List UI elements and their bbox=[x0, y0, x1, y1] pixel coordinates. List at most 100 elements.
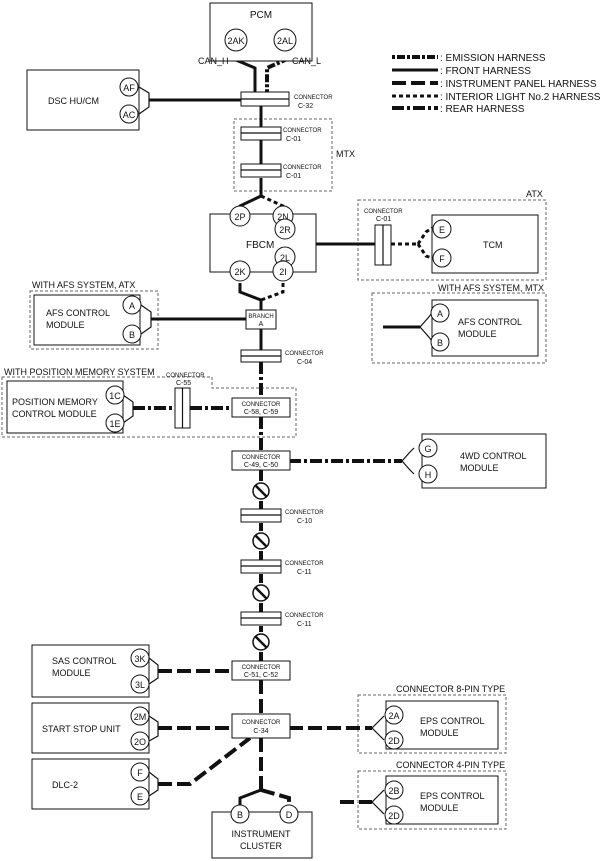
dsc-pin-junction bbox=[138, 86, 150, 115]
sas-pin-3k-label: 3K bbox=[134, 654, 145, 664]
connector-c11-upper-id: C-11 bbox=[297, 569, 312, 576]
fbcm-pin-2n-label: 2N bbox=[277, 212, 289, 222]
connector-c32-word: CONNECTOR bbox=[294, 95, 333, 101]
connector-c32-id: C-32 bbox=[298, 103, 313, 110]
legend: : EMISSION HARNESS : FRONT HARNESS : INS… bbox=[392, 53, 601, 115]
connector-c49-c50 bbox=[231, 450, 291, 471]
sas-label-1: SAS CONTROL bbox=[52, 656, 117, 666]
fbcm-pin-2r bbox=[274, 218, 296, 240]
can-h-label: CAN_H bbox=[198, 56, 229, 66]
pcm-can-l-wire bbox=[265, 51, 287, 92]
connector-c10-word: CONNECTOR bbox=[285, 510, 324, 516]
afs-right-pin-a-label: A bbox=[437, 309, 443, 319]
atx-group-box bbox=[357, 199, 547, 281]
fbcm-box bbox=[209, 213, 317, 273]
legend-rear-label: : REAR HARNESS bbox=[440, 104, 525, 115]
position-memory-box bbox=[6, 380, 124, 434]
dlc-pin-e-label: E bbox=[137, 792, 143, 802]
pcm-pin-2ak-label: 2AK bbox=[227, 36, 244, 46]
afs-left-pin-b-label: B bbox=[129, 330, 135, 340]
dsc-pin-ac-label: AC bbox=[123, 110, 136, 120]
position-memory-label-1: POSITION MEMORY bbox=[12, 397, 98, 407]
afs-right-label-2: MODULE bbox=[458, 329, 497, 339]
eps-4pin-label: CONNECTOR 4-PIN TYPE bbox=[396, 760, 505, 770]
afs-left-junction bbox=[140, 304, 152, 335]
fbcm-pin-2p bbox=[229, 205, 251, 227]
instrument-cluster-pin-d-label: D bbox=[286, 810, 293, 820]
eps-8pin-pin-2a-label: 2A bbox=[388, 711, 399, 721]
instrument-cluster-label-1: INSTRUMENT bbox=[232, 829, 291, 839]
eps-8pin-pin-2a bbox=[384, 705, 404, 725]
pcm-box bbox=[209, 2, 313, 62]
dlc-pin-f-label: F bbox=[137, 768, 143, 778]
connector-c34 bbox=[231, 713, 291, 739]
afs-left-pin-a bbox=[122, 295, 142, 315]
sas-junction bbox=[148, 657, 159, 685]
start-stop-pin-2o bbox=[130, 731, 150, 751]
eps4-b-tie bbox=[371, 789, 385, 803]
fbcm-pin-2p-label: 2P bbox=[234, 212, 245, 222]
position-memory-group-box bbox=[1, 376, 297, 438]
fbcm-label: FBCM bbox=[246, 240, 274, 251]
dlc-pin-e bbox=[130, 786, 150, 806]
dsc-pin-ac bbox=[119, 104, 139, 124]
dsc-label: DSC HU/CM bbox=[48, 96, 99, 106]
ic-d-wire bbox=[260, 788, 291, 806]
fbcm-pin-2l-label: 2L bbox=[280, 253, 290, 263]
branch-a-label-2: A bbox=[259, 321, 264, 328]
afs-left-box bbox=[33, 294, 141, 346]
start-stop-box bbox=[31, 702, 150, 754]
afs-right-pin-b-label: B bbox=[437, 338, 443, 348]
eps-8pin-label-1: EPS CONTROL bbox=[420, 716, 485, 726]
afs-atx-label: WITH AFS SYSTEM, ATX bbox=[32, 280, 135, 290]
start-stop-pin-2m-label: 2M bbox=[134, 712, 147, 722]
dsc-pin-af bbox=[119, 77, 139, 97]
fbcm-pin-2i-label: 2I bbox=[279, 267, 287, 277]
twist-marker-3 bbox=[252, 584, 270, 602]
eps-8pin-pin-2d-label: 2D bbox=[388, 736, 400, 746]
eps8-d-tie bbox=[371, 727, 385, 741]
sas-pin-3l-label: 3L bbox=[135, 680, 145, 690]
legend-interior-light-label: : INTERIOR LIGHT No.2 HARNESS bbox=[440, 92, 601, 103]
eps-8pin-label: CONNECTOR 8-PIN TYPE bbox=[396, 684, 505, 694]
connector-c04-id: C-04 bbox=[297, 359, 312, 366]
eps-4pin-pin-2b-label: 2B bbox=[388, 786, 399, 796]
connector-c51-word: CONNECTOR bbox=[242, 665, 281, 671]
tcm-pin-f bbox=[432, 248, 452, 268]
connector-c01-mtx-upper-id: C-01 bbox=[286, 136, 301, 143]
tcm-pin-f-label: F bbox=[439, 254, 445, 264]
dlc-pin-f bbox=[130, 762, 150, 782]
sas-label-2: MODULE bbox=[52, 668, 91, 678]
connector-c51-id: C-51, C-52 bbox=[244, 672, 278, 679]
sas-pin-3l bbox=[130, 674, 150, 694]
fwd-label-1: 4WD CONTROL bbox=[460, 451, 527, 461]
afs-left-label-2: MODULE bbox=[46, 320, 85, 330]
dsc-box bbox=[26, 69, 140, 131]
connector-c34-id: C-34 bbox=[253, 728, 268, 735]
afs-left-pin-b bbox=[122, 324, 142, 344]
dlc-junction bbox=[148, 771, 159, 797]
fbcm-pin-2r-label: 2R bbox=[279, 225, 291, 235]
connector-c58-id: C-58, C-59 bbox=[244, 409, 278, 416]
pos-mem-junction bbox=[122, 394, 134, 424]
position-memory-pin-1e-label: 1E bbox=[109, 419, 120, 429]
position-memory-pin-1c-label: 1C bbox=[109, 391, 121, 401]
connector-c58-word: CONNECTOR bbox=[242, 402, 281, 408]
instrument-cluster-label-2: CLUSTER bbox=[240, 841, 283, 851]
fwd-label-2: MODULE bbox=[460, 463, 499, 473]
dlc-label: DLC-2 bbox=[52, 780, 78, 790]
afs-mtx-group-box bbox=[371, 292, 547, 364]
legend-front-label: : FRONT HARNESS bbox=[440, 66, 531, 77]
afs-left-pin-a-label: A bbox=[129, 301, 135, 311]
ic-b-wire bbox=[238, 788, 262, 806]
position-memory-pin-1c bbox=[105, 385, 125, 405]
connector-c49-id: C-49, C-50 bbox=[244, 462, 278, 469]
tcm-pin-e bbox=[432, 219, 452, 239]
afs-right-a-tie bbox=[419, 312, 433, 328]
instrument-cluster-pin-b bbox=[230, 804, 250, 824]
can-l-label: CAN_L bbox=[292, 56, 321, 66]
fwd-box bbox=[421, 433, 547, 489]
tcm-pin-e-label: E bbox=[439, 225, 445, 235]
eps-8pin-group-box bbox=[357, 694, 507, 754]
